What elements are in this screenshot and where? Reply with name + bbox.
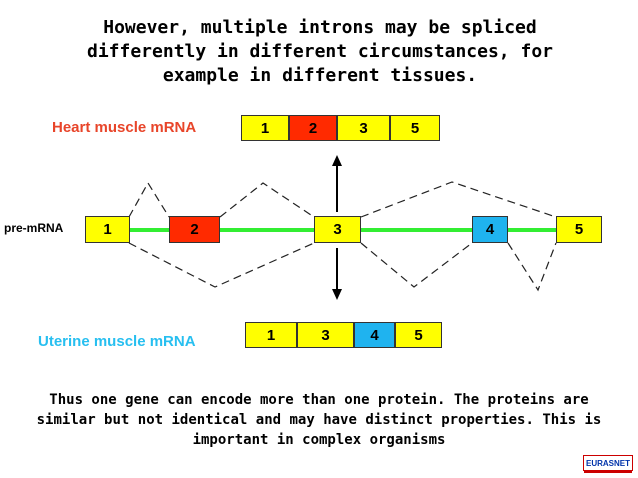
uterine-exon-1: 1 xyxy=(245,322,297,348)
arrow-down-icon xyxy=(332,289,342,300)
uterine-exon-3: 3 xyxy=(297,322,354,348)
heart-splice-1-2 xyxy=(128,181,170,218)
heart-exon-2: 2 xyxy=(289,115,337,141)
uterine-exon-5: 5 xyxy=(395,322,442,348)
footer-line-1: Thus one gene can encode more than one p… xyxy=(49,392,589,408)
arrow-up-icon xyxy=(332,155,342,166)
title-line-3: example in different tissues. xyxy=(162,65,478,86)
uterine-exon-4: 4 xyxy=(354,322,395,348)
uterine-splice-1-3 xyxy=(128,242,315,288)
pre-exon-2: 2 xyxy=(169,216,220,243)
eurasnet-logo: EURASNET xyxy=(583,455,633,473)
uterine-mrna-label: Uterine muscle mRNA xyxy=(38,333,196,350)
heart-exon-3: 3 xyxy=(337,115,390,141)
heart-splice-3-5 xyxy=(360,181,557,218)
heart-splice-2-3 xyxy=(219,182,315,218)
title-line-1: However, multiple introns may be spliced xyxy=(103,17,537,38)
title-line-2: differently in different circumstances, … xyxy=(87,41,553,62)
heart-exon-5: 5 xyxy=(390,115,440,141)
pre-exon-5: 5 xyxy=(556,216,602,243)
footer-line-3: important in complex organisms xyxy=(192,432,446,448)
heart-mrna-label: Heart muscle mRNA xyxy=(52,119,197,136)
footer-text: Thus one gene can encode more than one p… xyxy=(18,390,620,450)
pre-exon-3: 3 xyxy=(314,216,361,243)
logo-text: EURASNET xyxy=(585,458,630,468)
pre-mrna-label: pre-mRNA xyxy=(4,221,64,235)
pre-exon-1: 1 xyxy=(85,216,130,243)
heart-exon-1: 1 xyxy=(241,115,289,141)
slide-title: However, multiple introns may be spliced… xyxy=(40,16,600,88)
footer-line-2: similar but not identical and may have d… xyxy=(36,412,602,428)
uterine-splice-3-4 xyxy=(360,242,473,288)
uterine-splice-4-5 xyxy=(507,242,557,292)
pre-exon-4: 4 xyxy=(472,216,508,243)
